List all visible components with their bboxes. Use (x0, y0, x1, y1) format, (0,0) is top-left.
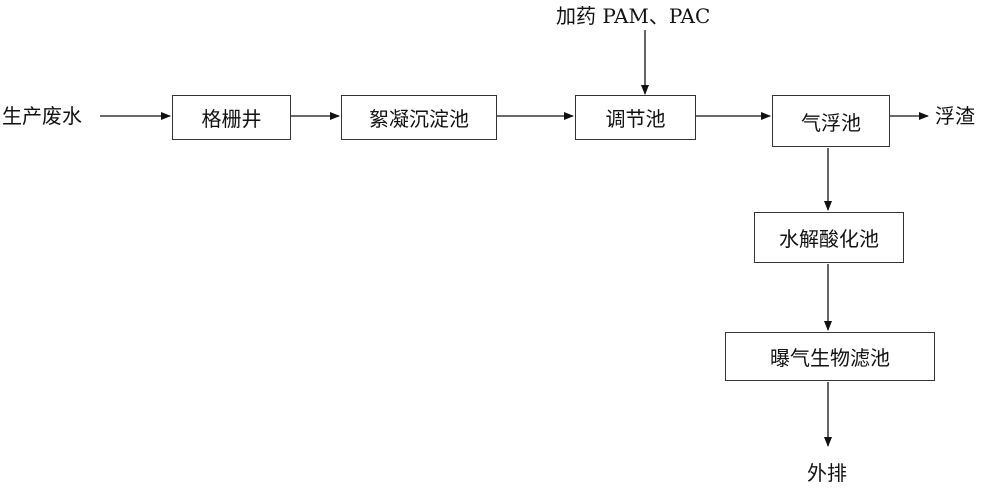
hydrolysis-acidification-tank-box: 水解酸化池 (754, 212, 904, 263)
flocculation-tank-box: 絮凝沉淀池 (341, 95, 497, 140)
dosing-label: 加药 PAM、PAC (556, 4, 711, 28)
scum-label: 浮渣 (935, 104, 975, 128)
baf-tank-box: 曝气生物滤池 (725, 332, 935, 381)
input-label: 生产废水 (2, 104, 82, 128)
air-flotation-tank-box: 气浮池 (772, 95, 890, 147)
grid-well-box: 格栅井 (172, 95, 291, 140)
discharge-label: 外排 (807, 461, 847, 485)
adjustment-tank-box: 调节池 (575, 95, 696, 140)
